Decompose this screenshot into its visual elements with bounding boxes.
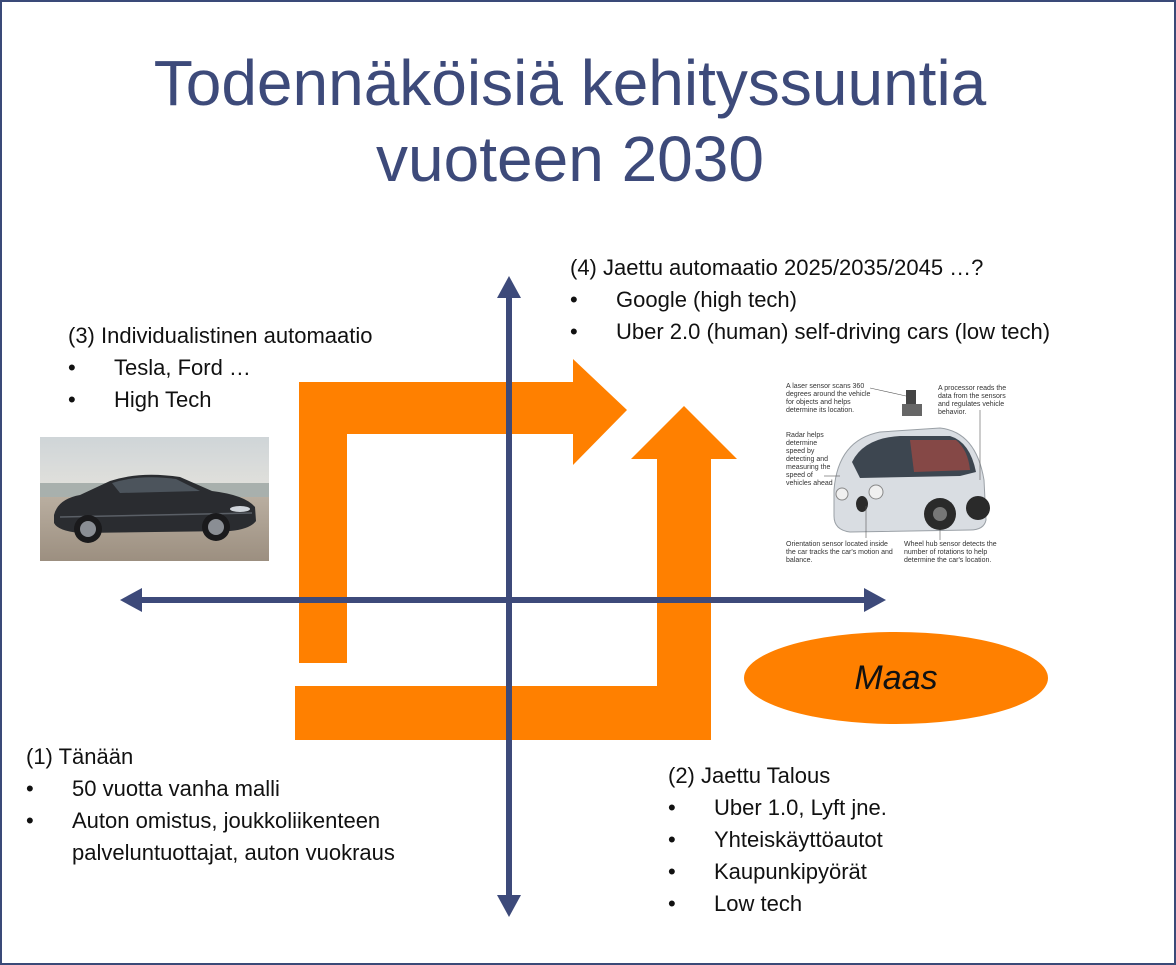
quadrant-3-heading: (3) Individualistinen automaatio bbox=[68, 323, 373, 348]
list-item: Low tech bbox=[668, 888, 887, 920]
horizontal-axis-right-arrowhead bbox=[864, 588, 886, 612]
orange-flow-arrows bbox=[295, 359, 737, 740]
list-item: Kaupunkipyörät bbox=[668, 856, 887, 888]
horizontal-axis-left-arrowhead bbox=[120, 588, 142, 612]
quadrant-2-list: Uber 1.0, Lyft jne. Yhteiskäyttöautot Ka… bbox=[668, 792, 887, 920]
quadrant-3-list: Tesla, Ford … High Tech bbox=[68, 352, 373, 416]
annotation-wheel-hub-sensor: Wheel hub sensor detects the number of r… bbox=[904, 541, 997, 564]
quadrant-2-text: (2) Jaettu Talous Uber 1.0, Lyft jne. Yh… bbox=[668, 760, 887, 920]
flow-bottom-bar bbox=[295, 686, 711, 740]
flow-right-arrowhead bbox=[573, 359, 627, 465]
quadrant-4-text: (4) Jaettu automaatio 2025/2035/2045 …? … bbox=[570, 252, 1050, 348]
title-line-1: Todennäköisiä kehityssuuntia bbox=[153, 47, 987, 119]
slide-title: Todennäköisiä kehityssuuntia vuoteen 203… bbox=[0, 45, 1140, 197]
quadrant-2-heading: (2) Jaettu Talous bbox=[668, 763, 831, 788]
maas-ellipse: Maas bbox=[744, 632, 1048, 724]
maas-label: Maas bbox=[854, 658, 938, 697]
list-item: Google (high tech) bbox=[570, 284, 1050, 316]
list-item-continuation: palveluntuottajat, auton vuokraus bbox=[72, 840, 395, 865]
annotation-processor: A processor reads the data from the sens… bbox=[938, 385, 1007, 416]
quadrant-1-list: 50 vuotta vanha malli Auton omistus, jou… bbox=[26, 773, 395, 869]
list-item: Uber 1.0, Lyft jne. bbox=[668, 792, 887, 824]
annotation-radar: Radar helps determine speed by detecting… bbox=[786, 432, 833, 487]
list-item: Uber 2.0 (human) self-driving cars (low … bbox=[570, 316, 1050, 348]
quadrant-4-heading: (4) Jaettu automaatio 2025/2035/2045 …? bbox=[570, 255, 984, 280]
vertical-axis-bottom-arrowhead bbox=[497, 895, 521, 917]
google-self-driving-car-image bbox=[780, 380, 1010, 565]
list-item: High Tech bbox=[68, 384, 373, 416]
lidar-sensor-icon bbox=[906, 390, 916, 406]
title-line-2: vuoteen 2030 bbox=[376, 123, 764, 195]
flow-up-arrowhead bbox=[631, 406, 737, 459]
annotation-orientation-sensor: Orientation sensor located inside the ca… bbox=[786, 541, 893, 564]
quadrant-1-heading: (1) Tänään bbox=[26, 744, 134, 769]
quadrant-4-list: Google (high tech) Uber 2.0 (human) self… bbox=[570, 284, 1050, 348]
list-item: 50 vuotta vanha malli bbox=[26, 773, 395, 805]
tesla-car-image bbox=[40, 437, 269, 561]
quadrant-3-text: (3) Individualistinen automaatio Tesla, … bbox=[68, 320, 373, 416]
annotation-laser-sensor: A laser sensor scans 360 degrees around … bbox=[786, 383, 871, 414]
list-item: Auton omistus, joukkoliikenteen bbox=[26, 805, 395, 837]
list-item: Yhteiskäyttöautot bbox=[668, 824, 887, 856]
list-item: Tesla, Ford … bbox=[68, 352, 373, 384]
axes bbox=[120, 276, 886, 917]
vertical-axis-top-arrowhead bbox=[497, 276, 521, 298]
quadrant-1-text: (1) Tänään 50 vuotta vanha malli Auton o… bbox=[26, 741, 395, 869]
